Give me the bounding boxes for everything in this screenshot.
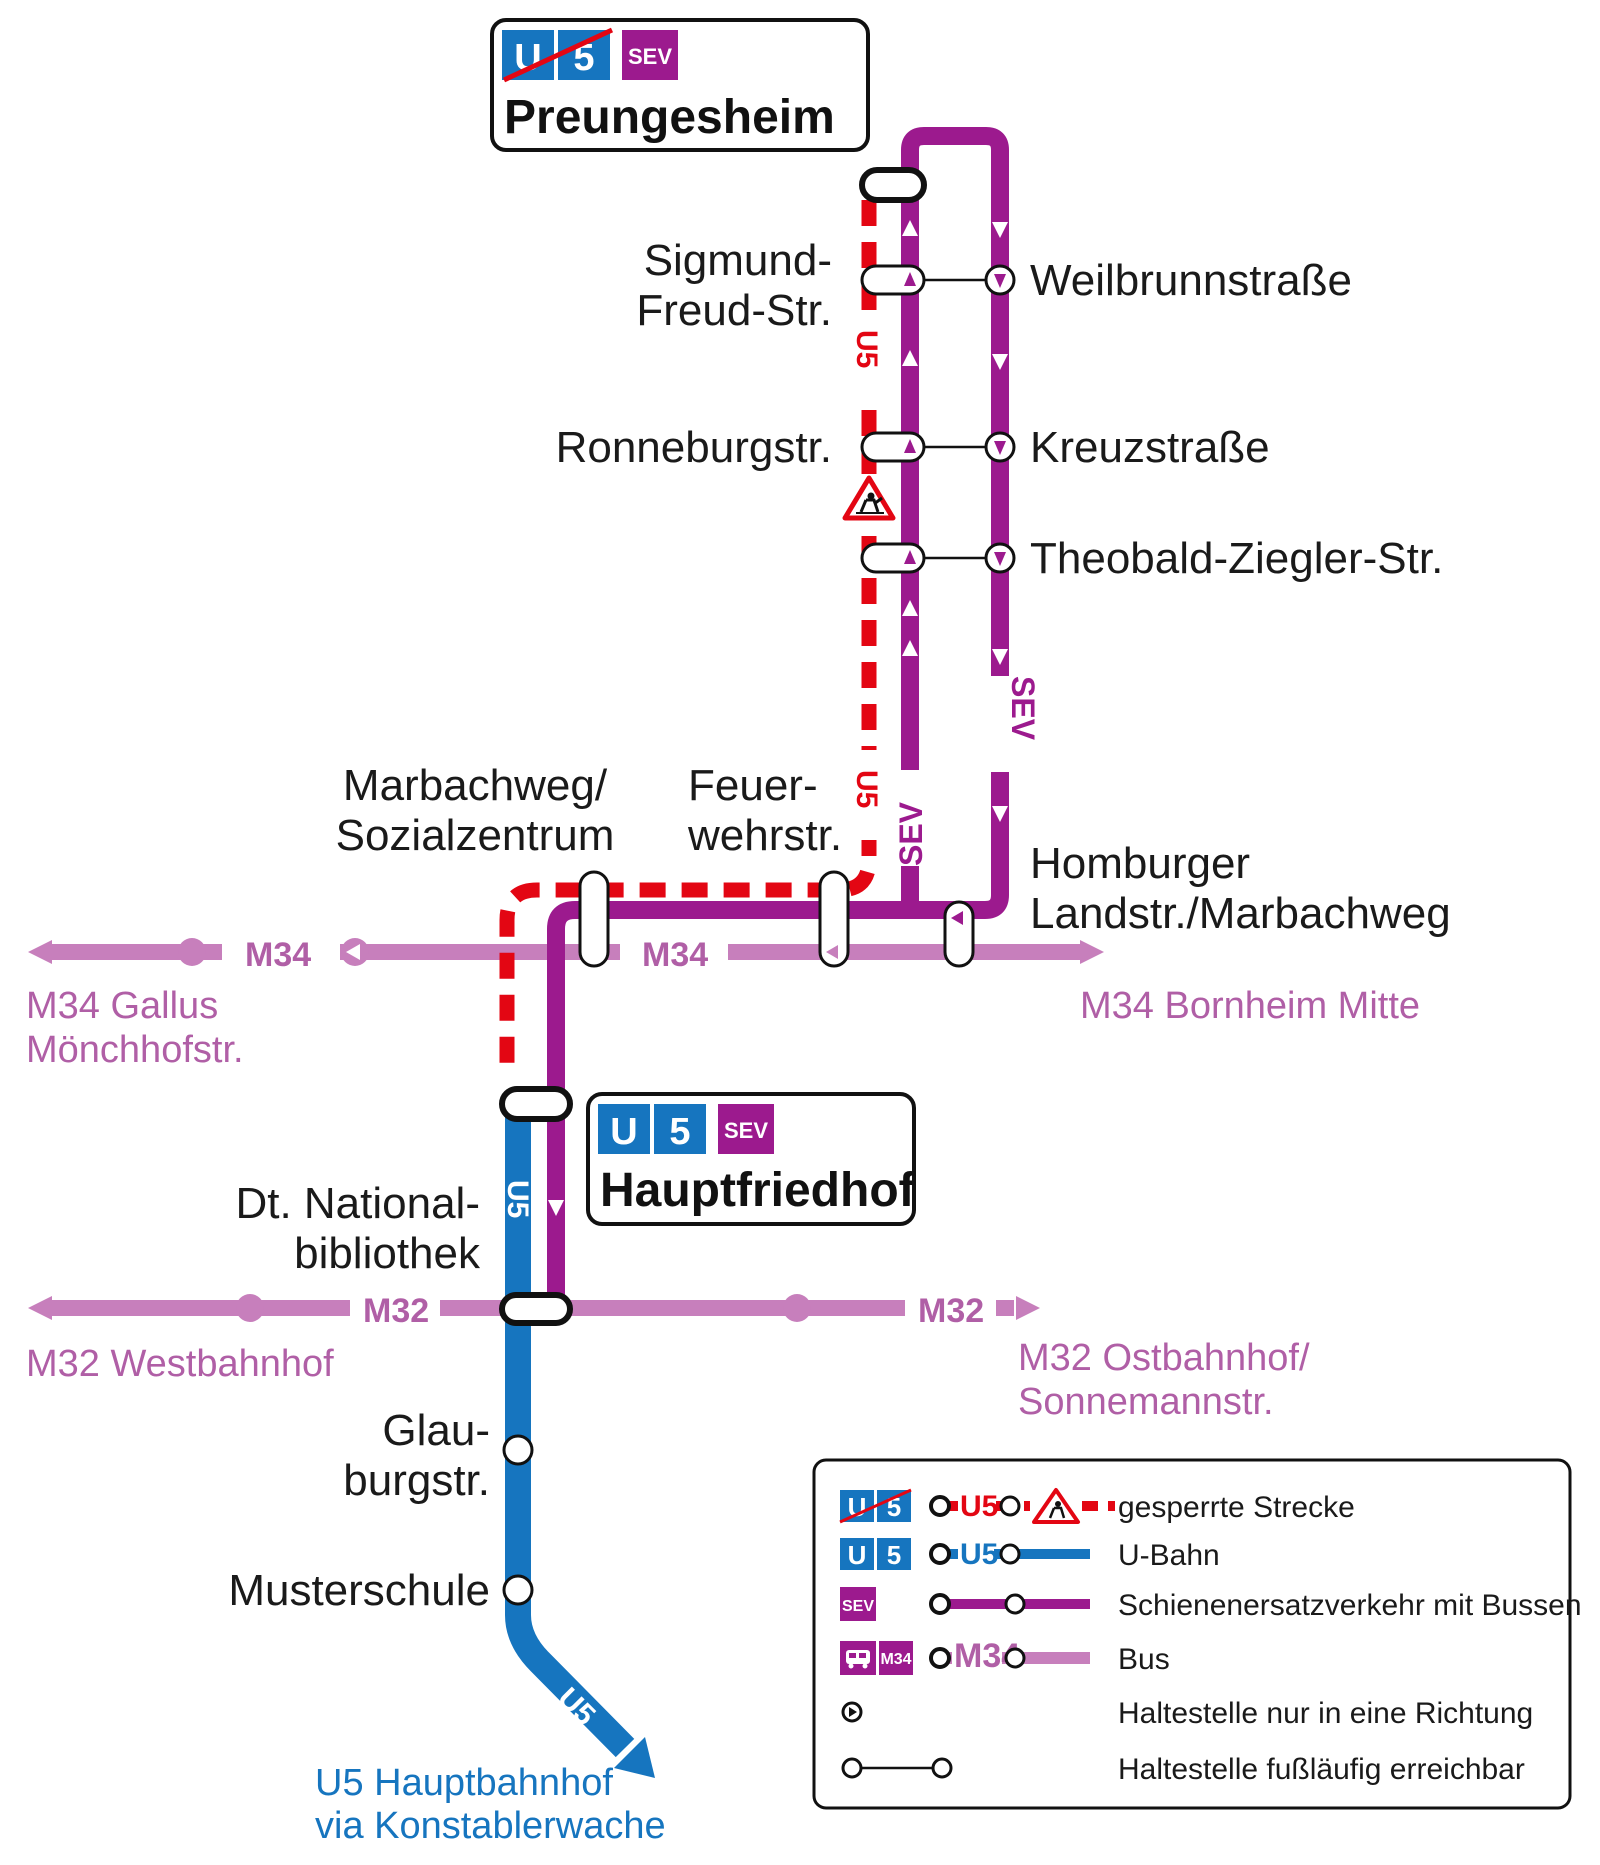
label-glau-2: burgstr. xyxy=(343,1456,490,1505)
svg-text:U5: U5 xyxy=(960,1538,998,1571)
stop-marbachweg xyxy=(578,870,610,968)
svg-text:U: U xyxy=(848,1492,867,1522)
label-weilbrunn: Weilbrunnstraße xyxy=(1030,256,1352,305)
line-number-badge xyxy=(558,30,610,80)
legend-row-one-direction: Haltestelle nur in eine Richtung xyxy=(841,1697,1533,1730)
label-kreuz: Kreuzstraße xyxy=(1030,423,1270,472)
m34-tag-center: M34 xyxy=(642,936,708,974)
legend-row-sev: SEV Schienenersatzverkehr mit Bussen xyxy=(840,1587,1582,1622)
u5-closed-tag: U5 xyxy=(850,770,883,808)
sev-tag: SEV xyxy=(1005,676,1041,741)
terminal-box-south: U 5 SEV Hauptfriedhof xyxy=(586,1092,916,1226)
legend-row-closed: U 5 U5 gesperrte Strecke xyxy=(839,1488,1355,1524)
legend-row-bus: M34 M34 Bus xyxy=(840,1637,1170,1676)
legend-row-ubahn: U 5 U5 U-Bahn xyxy=(840,1538,1220,1572)
terminal-box-north: U 5 SEV Preungesheim xyxy=(490,18,870,152)
u5-closed-tag: U5 xyxy=(850,330,883,368)
label-homburger-1: Homburger xyxy=(1030,839,1250,888)
station-labels: Sigmund- Freud-Str. Ronneburgstr. Weilbr… xyxy=(228,236,1450,1615)
legend-label-ubahn: U-Bahn xyxy=(1118,1539,1220,1572)
legend-label-sev: Schienenersatzverkehr mit Bussen xyxy=(1118,1589,1582,1622)
legend-label-one-direction: Haltestelle nur in eine Richtung xyxy=(1118,1697,1533,1730)
svg-text:SEV: SEV xyxy=(842,1598,874,1615)
label-dnb-2: bibliothek xyxy=(294,1229,481,1278)
dest-m32-west: M32 Westbahnhof xyxy=(26,1343,334,1385)
legend-label-bus: Bus xyxy=(1118,1643,1170,1676)
dest-m32-east-2: Sonnemannstr. xyxy=(1018,1381,1274,1423)
destination-labels: M34 Gallus Mönchhofstr. M34 Bornheim Mit… xyxy=(26,985,1420,1847)
m32-west-arrow xyxy=(28,1296,52,1320)
stop-musterschule xyxy=(502,1574,534,1606)
dest-m34-west-2: Mönchhofstr. xyxy=(26,1029,244,1071)
sev-tag: SEV xyxy=(893,801,929,866)
sev-route: SEV SEV xyxy=(547,127,1041,1300)
label-sigmund-2: Freud-Str. xyxy=(636,286,832,335)
terminal-south-name: Hauptfriedhof xyxy=(600,1164,916,1217)
dest-m34-east: M34 Bornheim Mitte xyxy=(1080,985,1420,1027)
one-direction-stop-icon xyxy=(346,944,360,960)
m34-west-arrow xyxy=(28,940,52,964)
u5-tag-vertical: U5 xyxy=(501,1180,534,1218)
legend-row-walking: Haltestelle fußläufig erreichbar xyxy=(841,1753,1525,1786)
m34-stop-dot xyxy=(178,938,206,966)
svg-text:U5: U5 xyxy=(960,1490,998,1523)
crossed-out-line xyxy=(502,27,614,83)
m34-tag-west: M34 xyxy=(245,936,311,974)
label-glau-1: Glau- xyxy=(382,1406,490,1455)
stop-glauburgstr xyxy=(502,1434,534,1466)
label-marbachweg-2: Sozialzentrum xyxy=(336,811,615,860)
stop-nationalbibliothek xyxy=(499,1292,573,1326)
label-marbachweg-1: Marbachweg/ xyxy=(343,761,608,810)
u5-south-arrow xyxy=(614,1737,655,1778)
label-theobald: Theobald-Ziegler-Str. xyxy=(1030,534,1443,583)
dest-m34-west-1: M34 Gallus xyxy=(26,985,218,1027)
label-musterschule: Musterschule xyxy=(228,1566,490,1615)
svg-text:SEV: SEV xyxy=(628,44,672,69)
terminal-north-name: Preungesheim xyxy=(504,91,835,144)
label-dnb-1: Dt. National- xyxy=(235,1179,480,1228)
sev-badge xyxy=(718,1104,774,1154)
u-badge xyxy=(598,1104,650,1154)
label-ronneburg: Ronneburgstr. xyxy=(556,423,832,472)
legend-label-walking: Haltestelle fußläufig erreichbar xyxy=(1118,1753,1525,1786)
stop-sigmund-freud xyxy=(860,264,926,296)
m32-tag-east: M32 xyxy=(918,1292,984,1330)
m32-tag-west: M32 xyxy=(363,1292,429,1330)
legend-label-closed: gesperrte Strecke xyxy=(1118,1491,1355,1524)
stop-feuerwehrstr xyxy=(818,870,850,968)
m34-east-arrow xyxy=(1080,940,1104,964)
label-sigmund-1: Sigmund- xyxy=(644,236,832,285)
svg-text:U: U xyxy=(610,1111,637,1153)
construction-warning-icon xyxy=(842,474,896,521)
stop-theobald-west xyxy=(860,542,926,574)
m32-east-arrow xyxy=(1016,1296,1040,1320)
svg-text:U: U xyxy=(848,1540,867,1570)
m32-stop-dot xyxy=(236,1294,264,1322)
label-feuer-1: Feuer- xyxy=(688,761,818,810)
dest-u5-south-1: U5 Hauptbahnhof xyxy=(315,1762,613,1804)
bus-line-m34: M34 M34 xyxy=(28,936,1104,974)
station-symbols xyxy=(499,167,1016,1606)
u-badge xyxy=(502,30,554,80)
line-number-badge xyxy=(654,1104,706,1154)
legend: U 5 U5 gesperrte Strecke U 5 U5 xyxy=(812,1458,1582,1810)
svg-text:M34: M34 xyxy=(880,1651,911,1668)
dest-u5-south-2: via Konstablerwache xyxy=(315,1805,666,1847)
svg-text:5: 5 xyxy=(669,1111,690,1153)
closed-u5-route: U5 U5 xyxy=(499,200,896,1070)
dest-m32-east-1: M32 Ostbahnhof/ xyxy=(1018,1337,1310,1379)
sev-badge xyxy=(622,30,678,80)
stop-ronneburg xyxy=(860,431,926,463)
label-feuer-2: wehrstr. xyxy=(687,811,842,860)
svg-text:5: 5 xyxy=(887,1540,901,1570)
stop-homburger xyxy=(943,900,975,968)
stop-hauptfriedhof xyxy=(499,1086,573,1122)
sev-direction-arrows xyxy=(548,220,1008,1216)
label-homburger-2: Landstr./Marbachweg xyxy=(1030,889,1451,938)
svg-text:SEV: SEV xyxy=(724,1118,768,1143)
stop-preungesheim xyxy=(859,167,927,203)
m32-stop-dot xyxy=(783,1294,811,1322)
